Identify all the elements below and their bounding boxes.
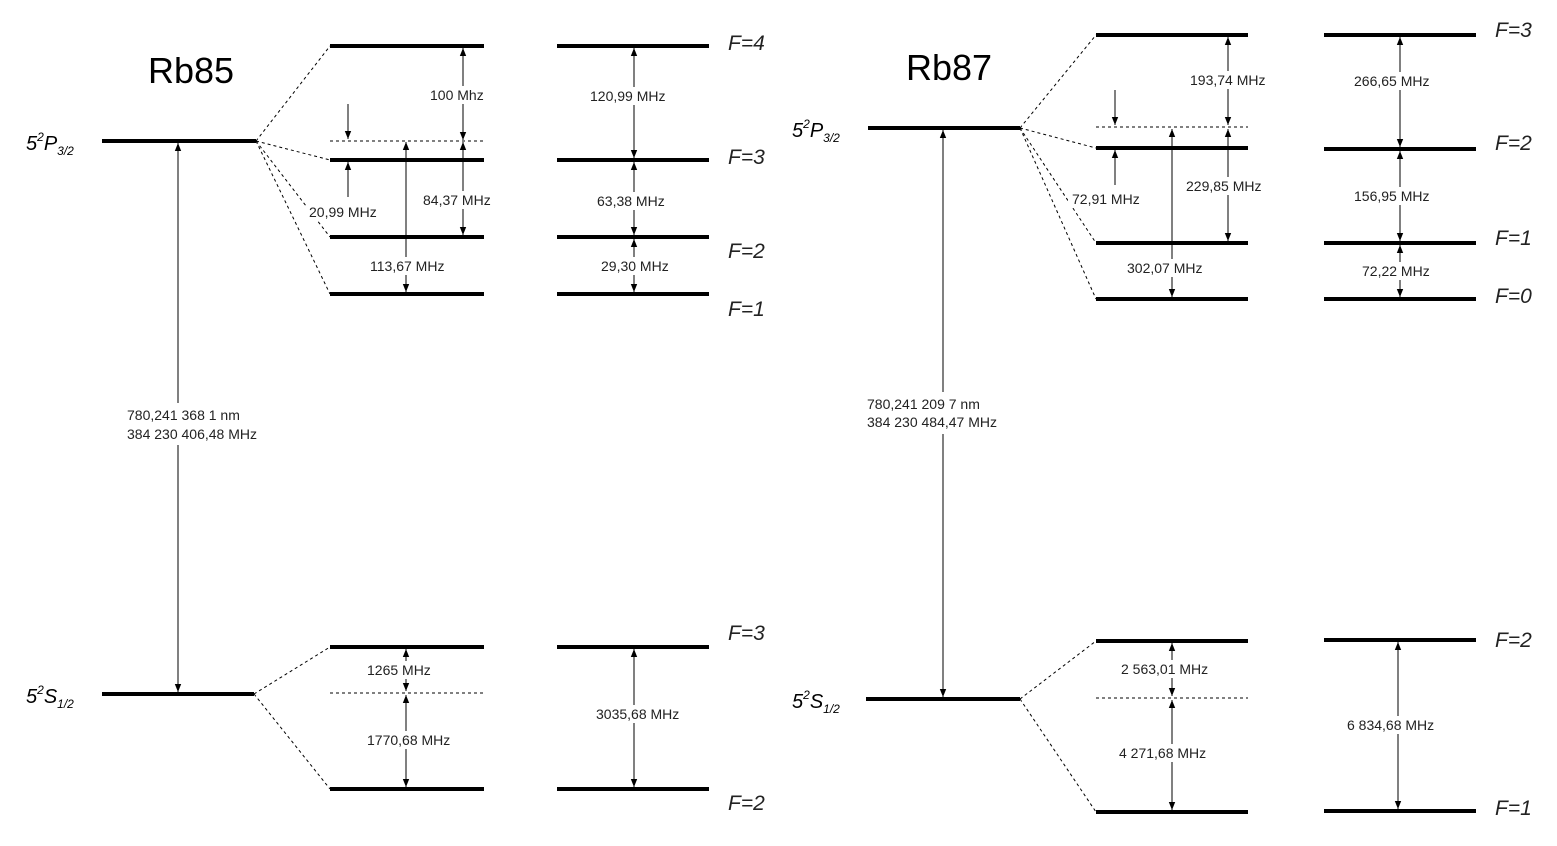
rb85-interval-177068: 1770,68 MHz [367,732,450,748]
rb85-label-f2: F=2 [728,240,765,263]
rb87-interval-19374: 193,74 MHz [1190,72,1265,88]
rb87-s-term-label: 52S1/2 [792,688,840,716]
rb87-s-splitting: 6 834,68 MHz [1347,717,1434,733]
rb85-diagram: Rb85 52P3/2 52S1/2 780,241 368 1 nm 384 … [26,32,765,815]
rb85-frequency-label: 384 230 406,48 MHz [127,426,257,442]
rb85-label-f3: F=3 [728,146,765,169]
rb85-p-term-label: 52P3/2 [26,130,74,158]
rb85-label-s-f2: F=2 [728,792,765,815]
rb87-splitting-f3-f2: 266,65 MHz [1354,73,1429,89]
rb87-interval-7291: 72,91 MHz [1072,191,1140,207]
rb85-s-splitting: 3035,68 MHz [596,706,679,722]
rb85-s-term-label: 52S1/2 [26,683,74,711]
rb85-splitting-f3-f2: 63,38 MHz [597,193,665,209]
rb87-frequency-label: 384 230 484,47 MHz [867,414,997,430]
rb85-label-s-f3: F=3 [728,622,765,645]
rb87-interval-22985: 229,85 MHz [1186,178,1261,194]
rb87-splitting-f1-f0: 72,22 MHz [1362,263,1430,279]
rb85-interval-11367: 113,67 MHz [370,258,444,274]
rb87-label-f1: F=1 [1495,227,1532,250]
rb87-label-f0: F=0 [1495,285,1532,308]
rb85-splitting-f2-f1: 29,30 MHz [601,258,669,274]
rb87-title: Rb87 [906,47,992,88]
rb85-interval-2099: 20,99 MHz [309,204,377,220]
rb85-interval-8437: 84,37 MHz [423,192,491,208]
rb87-interval-427168: 4 271,68 MHz [1119,745,1206,761]
rb87-label-f2: F=2 [1495,132,1532,155]
rb85-splitting-f4-f3: 120,99 MHz [590,88,665,104]
rb85-interval-1265: 1265 MHz [367,662,431,678]
rb87-p-term-label: 52P3/2 [792,117,840,145]
rb87-splitting-f2-f1: 156,95 MHz [1354,188,1429,204]
rb85-label-f1: F=1 [728,298,765,321]
rb87-label-f3: F=3 [1495,19,1532,42]
rb85-title: Rb85 [148,50,234,91]
rb87-label-s-f1: F=1 [1495,797,1532,820]
rb87-wavelength-label: 780,241 209 7 nm [867,396,980,412]
rb85-interval-100: 100 Mhz [430,87,484,103]
rb85-wavelength-label: 780,241 368 1 nm [127,407,240,423]
rb87-diagram: Rb87 52P3/2 52S1/2 780,241 209 7 nm 384 … [792,19,1532,820]
rb87-label-s-f2: F=2 [1495,629,1532,652]
rb85-label-f4: F=4 [728,32,765,55]
rb87-interval-30207: 302,07 MHz [1127,260,1202,276]
rb87-interval-256301: 2 563,01 MHz [1121,661,1208,677]
